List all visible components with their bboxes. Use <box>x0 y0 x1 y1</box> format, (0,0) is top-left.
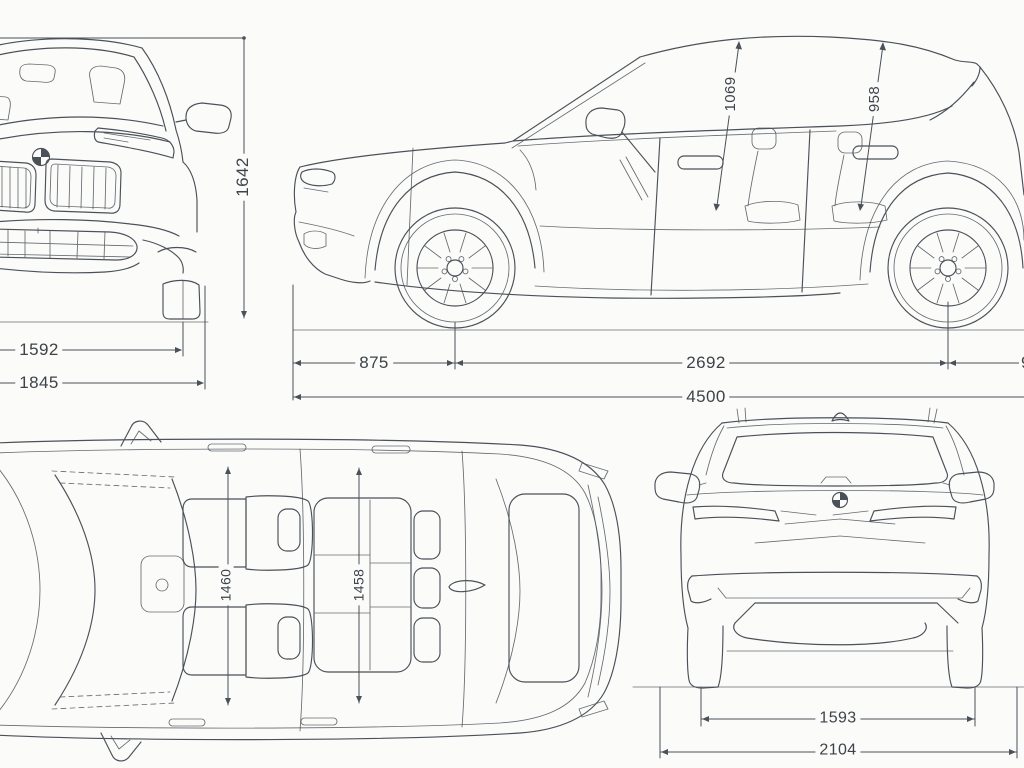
side-view-drawing <box>292 35 1024 401</box>
side-view-mirror <box>585 107 626 139</box>
top-mirror-right <box>100 732 142 762</box>
front-door-handle <box>677 155 724 170</box>
interior-mirror <box>19 63 56 83</box>
rear-body-left <box>680 422 723 629</box>
rear-bumper <box>691 571 978 577</box>
bmw-roundel-rear-icon <box>831 491 849 509</box>
dim-width-incl-mirrors: 2104 <box>815 742 861 760</box>
cargo-area <box>508 493 580 683</box>
rear-body-right <box>947 422 990 629</box>
rear-mirror-right <box>948 471 995 504</box>
center-console <box>140 555 185 613</box>
kidney-grille <box>0 158 122 214</box>
front-view-wheel <box>162 279 201 320</box>
antenna-fin-top <box>448 580 486 593</box>
dim-wheelbase: 2692 <box>682 354 730 372</box>
rear-view-drawing <box>632 407 1024 759</box>
rear-bench <box>313 497 441 673</box>
top-body-outline <box>0 438 622 741</box>
hood-line <box>299 142 506 168</box>
top-mirror-left <box>120 420 162 447</box>
rear-wheel-left <box>686 625 724 689</box>
side-dimension-lines <box>292 41 1024 401</box>
dim-front-height: 1642 <box>233 153 252 201</box>
dim-front-interior-height: 1069 <box>722 72 739 116</box>
rear-door-handle <box>852 145 899 160</box>
bmw-roundel-icon <box>31 147 51 167</box>
taillight-left <box>692 505 780 522</box>
top-view-drawing <box>0 420 622 762</box>
dim-rear-interior-width: 1458 <box>351 564 367 606</box>
roof-line <box>639 35 981 87</box>
dim-rear-track: 1593 <box>815 710 861 728</box>
interior-seats <box>519 127 888 231</box>
front-dimension-lines <box>0 36 247 390</box>
front-roof <box>0 38 143 49</box>
taillight-right <box>869 505 957 522</box>
dim-front-interior-width: 1460 <box>218 564 234 606</box>
front-wheel <box>394 207 516 329</box>
dim-front-overhang: 875 <box>355 354 393 372</box>
front-seats <box>182 495 314 679</box>
antenna-fin-rear <box>831 412 850 422</box>
rear-window <box>721 431 949 487</box>
dim-rear-interior-height: 958 <box>866 81 883 117</box>
headlight <box>93 127 175 159</box>
dim-rear-overhang-clipped: 9 <box>1019 354 1024 372</box>
side-headlight <box>300 168 336 187</box>
bumper-grid <box>0 227 134 260</box>
rear-mirror-left <box>654 471 701 504</box>
dim-overall-length: 4500 <box>682 388 730 406</box>
rear-wheel-right <box>946 625 984 689</box>
dim-front-overall-width: 1845 <box>15 374 63 392</box>
dim-front-track-width: 1592 <box>15 341 63 359</box>
front-view-mirror <box>185 102 232 134</box>
